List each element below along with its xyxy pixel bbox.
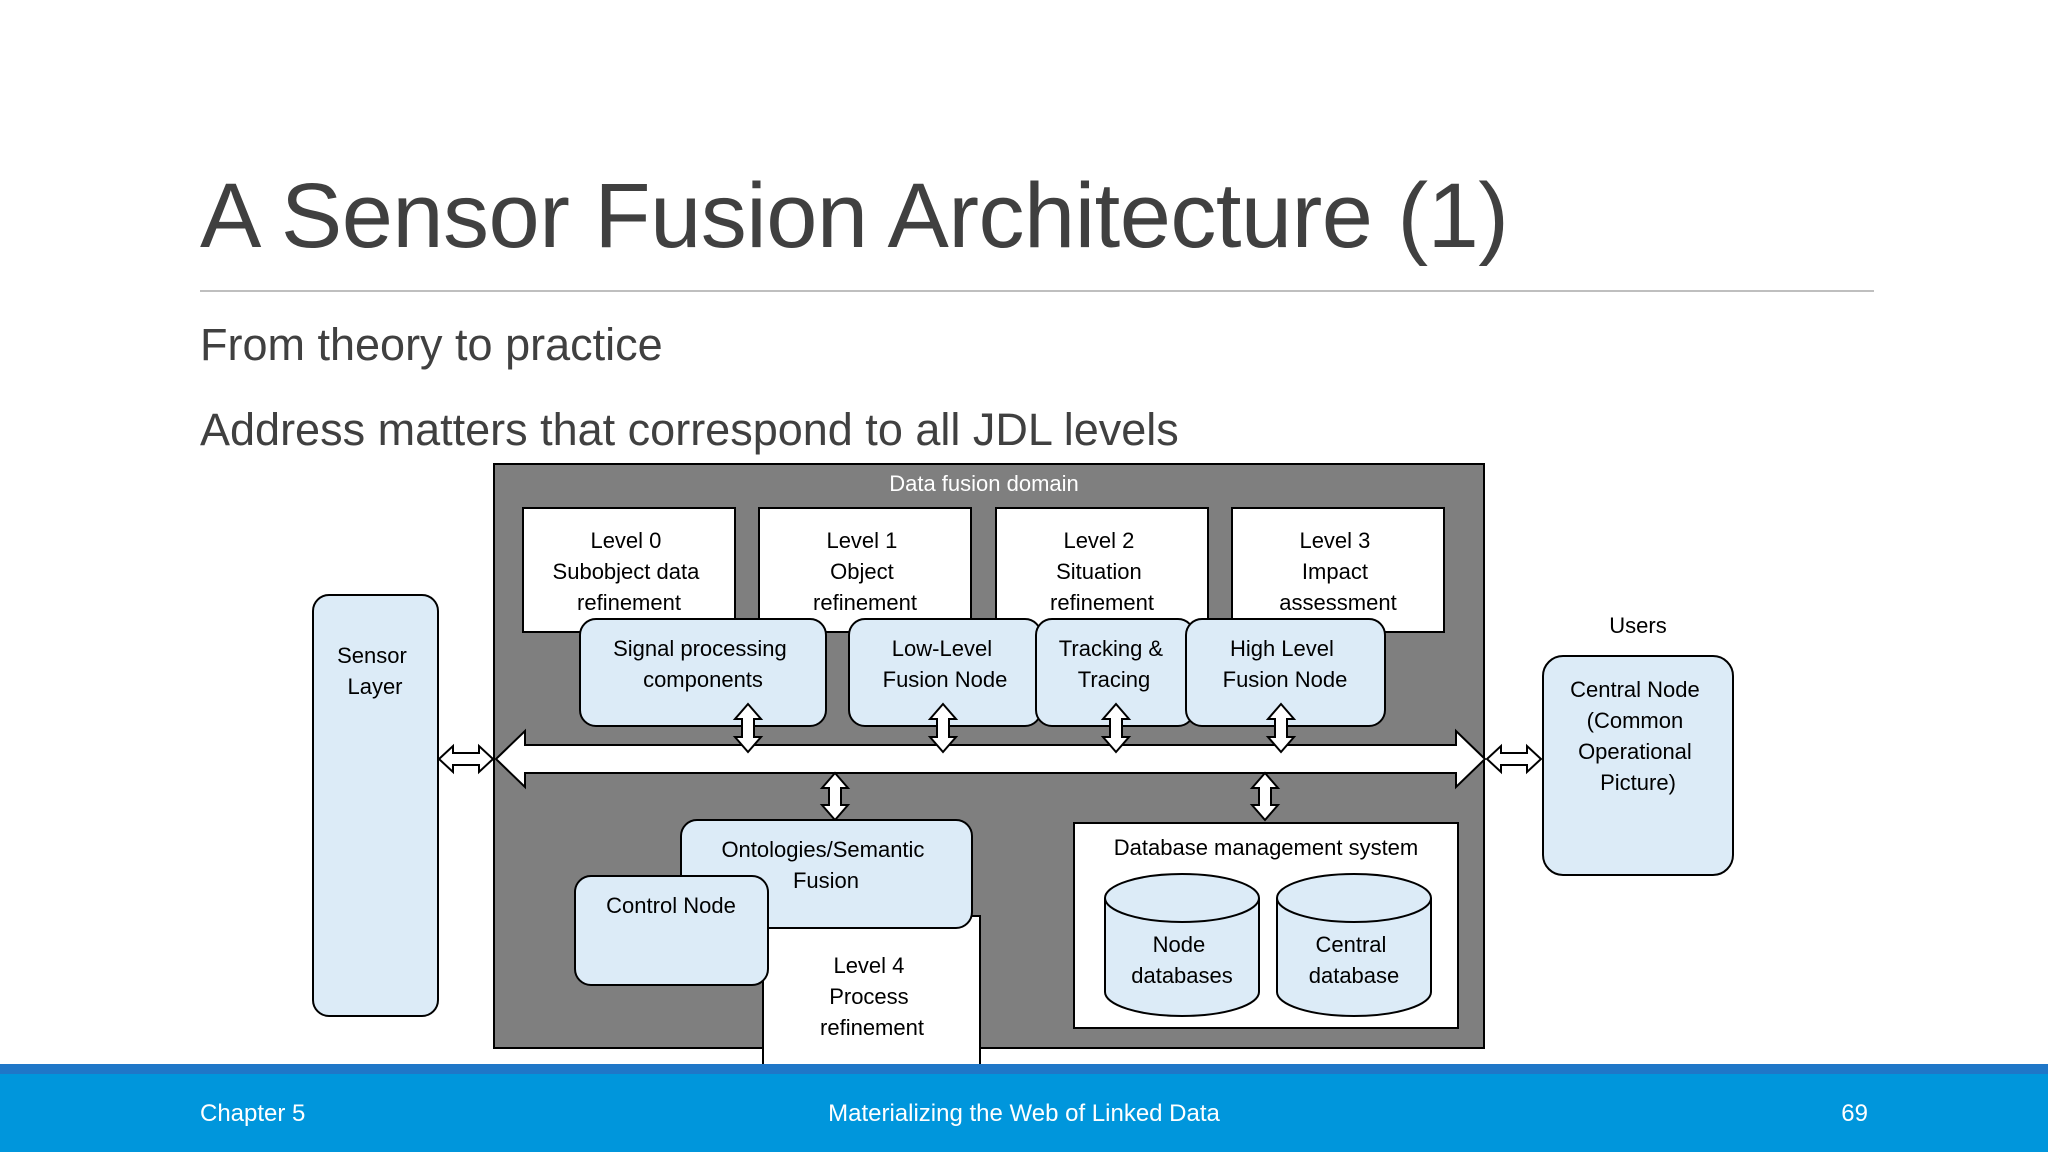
level-1-line: Level 1 <box>826 528 897 553</box>
vertical-arrows <box>732 702 1297 822</box>
svg-text:Central database: Central database <box>1309 932 1400 988</box>
arrow-signal-bus <box>732 702 764 754</box>
footer-chapter: Chapter 5 <box>200 1100 306 1127</box>
svg-text:Level 3 Impact ass: Level 3 Impact assessment <box>1279 528 1396 615</box>
svg-text:Tracking & Tracing: Tracking & Tracing <box>1059 636 1169 692</box>
node-databases-cylinder: Node databases <box>1104 873 1260 1017</box>
svg-text:Ontologies/Semantic Fusi: Ontologies/Semantic Fusion <box>721 837 930 893</box>
svg-text:Level 4 Process re: Level 4 Process refinement <box>820 953 924 1040</box>
central-database-cylinder: Central database <box>1276 873 1432 1017</box>
bullet-1: From theory to practice <box>200 319 663 370</box>
svg-text:Sensor Layer: Sensor Layer <box>337 643 413 699</box>
svg-text:Low-Level Fusion Node: Low-Level Fusion Node <box>883 636 1008 692</box>
svg-text:Level 1 Object ref: Level 1 Object refinement <box>813 528 917 615</box>
level-3-line: Level 3 <box>1299 528 1370 553</box>
signal-processing-line: components <box>643 667 763 692</box>
central-node: Central Node (Common Operational Picture… <box>1542 655 1734 876</box>
low-level-fusion-line: Fusion Node <box>883 667 1008 692</box>
level-4-line: refinement <box>820 1015 924 1040</box>
ontologies-line: Fusion <box>793 868 859 893</box>
svg-text:Central Node (Common: Central Node (Common Operational Picture… <box>1570 677 1706 795</box>
level-2-box: Level 2 Situation refinement <box>995 507 1209 633</box>
level-0-line: Subobject data <box>553 559 701 584</box>
signal-processing-line: Signal processing <box>613 636 787 661</box>
svg-text:Signal processing compon: Signal processing components <box>613 636 793 692</box>
high-level-fusion-node: High Level Fusion Node <box>1185 618 1386 727</box>
level-3-line: Impact <box>1302 559 1368 584</box>
central-node-line: (Common <box>1587 708 1684 733</box>
arrow-bus-central <box>1485 743 1543 775</box>
sensor-layer-line: Sensor <box>337 643 407 668</box>
slide-title: A Sensor Fusion Architecture (1) <box>200 165 1509 267</box>
tracking-tracing-line: Tracing <box>1078 667 1151 692</box>
level-1-line: refinement <box>813 590 917 615</box>
node-databases-line: databases <box>1131 963 1233 988</box>
sensor-layer-line: Layer <box>347 674 402 699</box>
level-2-line: refinement <box>1050 590 1154 615</box>
dbms-label: Database management system <box>1114 835 1419 860</box>
footer-title: Materializing the Web of Linked Data <box>828 1100 1220 1127</box>
svg-text:Node databases: Node databases <box>1131 932 1233 988</box>
footer-page-number: 69 <box>1841 1100 1868 1127</box>
low-level-fusion-node: Low-Level Fusion Node <box>848 618 1042 727</box>
level-4-line: Process <box>829 984 908 1009</box>
level-1-line: Object <box>830 559 894 584</box>
arrow-sensor-bus <box>437 743 495 775</box>
level-0-line: Level 0 <box>590 528 661 553</box>
node-databases-line: Node <box>1153 932 1206 957</box>
level-2-line: Level 2 <box>1063 528 1134 553</box>
title-divider <box>200 290 1874 292</box>
arrow-tracking-bus <box>1100 702 1132 754</box>
arrow-lowlevel-bus <box>927 702 959 754</box>
central-node-line: Central Node <box>1570 677 1700 702</box>
domain-label: Data fusion domain <box>889 471 1079 496</box>
ontologies-line: Ontologies/Semantic <box>721 837 924 862</box>
level-2-line: Situation <box>1056 559 1142 584</box>
svg-text:Level 0 Subobject data: Level 0 Subobject data refinement <box>553 528 706 615</box>
high-level-fusion-line: High Level <box>1230 636 1334 661</box>
control-node: Control Node <box>574 875 769 986</box>
central-database-line: database <box>1309 963 1400 988</box>
users-label: Users <box>1609 613 1666 638</box>
level-4-line: Level 4 <box>833 953 904 978</box>
low-level-fusion-line: Low-Level <box>892 636 992 661</box>
tracking-tracing-line: Tracking & <box>1059 636 1164 661</box>
high-level-fusion-line: Fusion Node <box>1223 667 1348 692</box>
signal-processing-node: Signal processing components <box>579 618 827 727</box>
bullet-2: Address matters that correspond to all J… <box>200 404 1179 455</box>
central-node-line: Picture) <box>1600 770 1676 795</box>
svg-text:Level 2 Situation: Level 2 Situation refinement <box>1050 528 1154 615</box>
tracking-tracing-node: Tracking & Tracing <box>1035 618 1195 727</box>
footer-accent-bar <box>0 1064 2048 1074</box>
level-0-line: refinement <box>577 590 681 615</box>
arrow-bus-dbms <box>1249 771 1281 822</box>
level-0-box: Level 0 Subobject data refinement <box>522 507 736 633</box>
arrow-highlevel-bus <box>1265 702 1297 754</box>
central-node-line: Operational <box>1578 739 1692 764</box>
slide-footer: Chapter 5 Materializing the Web of Linke… <box>0 1074 2048 1152</box>
central-database-line: Central <box>1315 932 1386 957</box>
level-1-box: Level 1 Object refinement <box>758 507 972 633</box>
sensor-layer-node: Sensor Layer <box>312 594 439 1017</box>
svg-text:High Level Fusion Node: High Level Fusion Node <box>1223 636 1348 692</box>
level-3-line: assessment <box>1279 590 1396 615</box>
level-4-box: Level 4 Process refinement <box>762 915 981 1076</box>
control-node-label: Control Node <box>606 893 736 918</box>
level-3-box: Level 3 Impact assessment <box>1231 507 1445 633</box>
